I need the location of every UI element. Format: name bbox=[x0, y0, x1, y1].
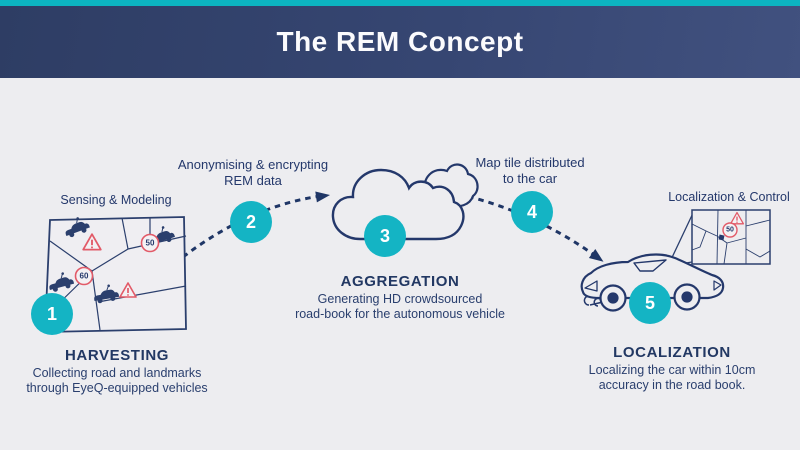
anonymising-label-line1: Anonymising & encrypting bbox=[177, 157, 329, 172]
inset-speed-sign: 50 bbox=[722, 222, 738, 238]
svg-text:50: 50 bbox=[726, 227, 734, 234]
inset-map: 50 bbox=[691, 209, 771, 265]
localization-desc-line1: Localizing the car within 10cm bbox=[588, 363, 756, 377]
car-icon bbox=[580, 253, 725, 312]
aggregation-desc-line1: Generating HD crowdsourced bbox=[317, 292, 483, 306]
localization-control-label: Localization & Control bbox=[668, 190, 790, 204]
svg-text:50: 50 bbox=[146, 239, 155, 248]
map-tile-label-line2: to the car bbox=[502, 171, 558, 186]
map-tile-label-line1: Map tile distributed bbox=[475, 155, 585, 170]
step-circle-1: 1 bbox=[31, 293, 73, 335]
cloud-icon bbox=[331, 163, 479, 241]
accent-strip bbox=[0, 0, 800, 6]
step-circle-2: 2 bbox=[230, 201, 272, 243]
anonymising-label-line2: REM data bbox=[224, 173, 282, 188]
localization-group: 50 bbox=[580, 209, 771, 312]
step-circle-4: 4 bbox=[511, 191, 553, 233]
step-circle-5: 5 bbox=[629, 282, 671, 324]
speed-sign-50: 50 bbox=[140, 233, 160, 253]
localization-desc-line2: accuracy in the road book. bbox=[598, 378, 746, 392]
aggregation-desc-line2: road-book for the autonomous vehicle bbox=[295, 307, 505, 321]
step-circle-3: 3 bbox=[364, 215, 406, 257]
page-title: The REM Concept bbox=[276, 26, 524, 57]
harvesting-desc-line2: through EyeQ-equipped vehicles bbox=[26, 381, 208, 395]
harvesting-desc-line1: Collecting road and landmarks bbox=[32, 366, 202, 380]
car-position-dot bbox=[718, 234, 725, 241]
speed-sign-60: 60 bbox=[74, 266, 94, 286]
svg-text:60: 60 bbox=[80, 272, 89, 281]
sensing-modeling-label: Sensing & Modeling bbox=[60, 193, 172, 207]
arrow-map-to-cloud bbox=[182, 191, 330, 259]
localization-title: LOCALIZATION bbox=[613, 344, 731, 361]
header-bar: The REM Concept bbox=[0, 0, 800, 78]
aggregation-title: AGGREGATION bbox=[340, 273, 460, 290]
harvesting-title: HARVESTING bbox=[64, 347, 170, 364]
